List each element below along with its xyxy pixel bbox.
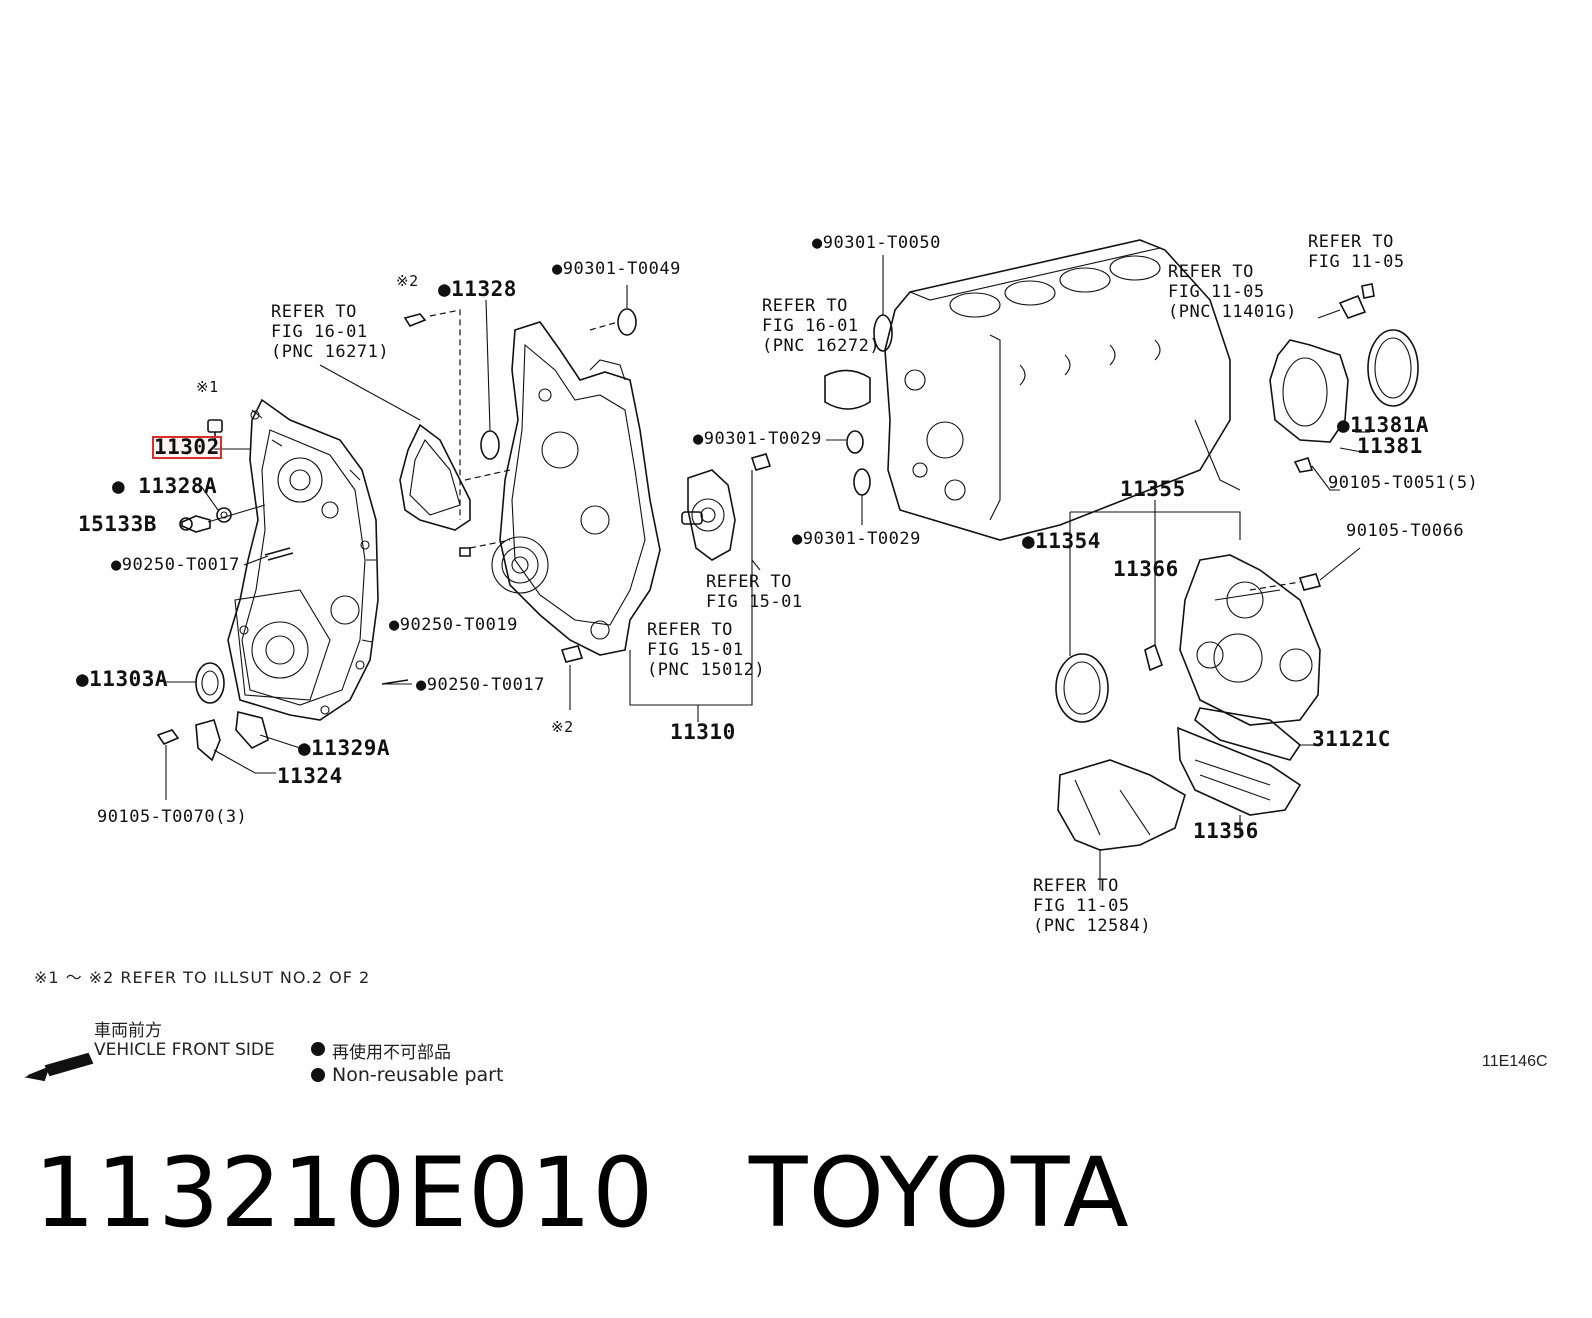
part-90301-t0029-a[interactable]: ●90301-T0029	[693, 429, 822, 449]
part-90301-t0049-text: 90301-T0049	[562, 259, 681, 279]
orings-drawing	[824, 255, 893, 525]
part-90301-t0049[interactable]: ●90301-T0049	[552, 259, 681, 279]
part-11381a[interactable]: ●11381A	[1337, 413, 1430, 437]
part-90250-t0019-text: 90250-T0019	[399, 615, 518, 635]
part-11328[interactable]: ●11328	[438, 277, 517, 301]
vehicle-front-arrow-icon	[24, 1052, 94, 1082]
part-11355[interactable]: 11355	[1120, 477, 1186, 501]
part-11310[interactable]: 11310	[670, 720, 736, 744]
refer-fig-16-01-pnc-16272[interactable]: REFER TO FIG 16-01 (PNC 16272)	[762, 296, 881, 356]
rear-retainer-drawing	[1269, 283, 1419, 491]
part-90250-t0017-a-text: 90250-T0017	[121, 555, 240, 575]
left-small-parts	[156, 419, 471, 762]
part-11356[interactable]: 11356	[1193, 819, 1259, 843]
part-11302[interactable]: 11302	[152, 435, 222, 459]
footnote: ※1 ～ ※2 REFER TO ILLSUT NO.2 OF 2	[34, 968, 371, 987]
part-90250-t0017-b[interactable]: ●90250-T0017	[416, 675, 545, 695]
refer-fig-15-01-pnc-15012[interactable]: REFER TO FIG 15-01 (PNC 15012)	[647, 620, 766, 680]
part-90105-t0051[interactable]: 90105-T0051(5)	[1328, 473, 1479, 493]
part-90250-t0017-b-text: 90250-T0017	[426, 675, 545, 695]
timing-cover-drawing	[227, 398, 379, 721]
part-90250-t0019[interactable]: ●90250-T0019	[389, 615, 518, 635]
refer-fig-15-01[interactable]: REFER TO FIG 15-01	[706, 572, 803, 612]
cylinder-block-drawing	[884, 239, 1241, 541]
part-90105-t0070[interactable]: 90105-T0070(3)	[97, 807, 248, 827]
mark-2-bottom: ※2	[551, 718, 574, 736]
part-11354[interactable]: ●11354	[1022, 529, 1101, 553]
part-11303a-text: 11303A	[89, 667, 169, 691]
part-11366[interactable]: 11366	[1113, 557, 1179, 581]
part-11354-text: 11354	[1035, 529, 1101, 553]
page-title: 113210E010 TOYOTA	[34, 1138, 1130, 1248]
part-11329a[interactable]: ●11329A	[298, 736, 391, 760]
part-11381[interactable]: 11381	[1357, 434, 1423, 458]
legend-dot-jp	[311, 1042, 325, 1056]
figure-code: 11E146C	[1482, 1053, 1548, 1070]
part-90105-t0066[interactable]: 90105-T0066	[1346, 521, 1465, 541]
part-15133b[interactable]: 15133B	[78, 512, 157, 536]
refer-fig-11-05-pnc-12584[interactable]: REFER TO FIG 11-05 (PNC 12584)	[1033, 876, 1152, 936]
part-11328a-text: 11328A	[138, 474, 218, 498]
mark-2-top: ※2	[396, 272, 419, 290]
refer-fig-16-01-pnc-16271[interactable]: REFER TO FIG 16-01 (PNC 16271)	[271, 302, 390, 362]
pump-drawing	[629, 430, 864, 722]
legend-nonreusable-jp: 再使用不可部品	[332, 1043, 451, 1063]
part-11328a[interactable]: ● 11328A	[112, 474, 218, 498]
part-11328-text: 11328	[451, 277, 517, 301]
part-31121c[interactable]: 31121C	[1312, 727, 1391, 751]
part-90301-t0029-b[interactable]: ●90301-T0029	[792, 529, 921, 549]
oil-pan-drawing	[1055, 500, 1361, 890]
timing-case-drawing	[491, 285, 661, 710]
part-11324[interactable]: 11324	[277, 764, 343, 788]
refer-fig-11-05[interactable]: REFER TO FIG 11-05	[1308, 232, 1405, 272]
part-90250-t0017-a[interactable]: ●90250-T0017	[111, 555, 240, 575]
title-brand: TOYOTA	[748, 1137, 1130, 1249]
legend-nonreusable-en: Non-reusable part	[332, 1064, 504, 1086]
gasket-drawing	[399, 299, 511, 549]
part-11381a-text: 11381A	[1350, 413, 1430, 437]
part-11303a[interactable]: ●11303A	[76, 667, 169, 691]
part-11329a-text: 11329A	[311, 736, 391, 760]
refer-fig-11-05-pnc-11401g[interactable]: REFER TO FIG 11-05 (PNC 11401G)	[1168, 262, 1297, 322]
part-90301-t0050-text: 90301-T0050	[822, 233, 941, 253]
mark-1: ※1	[196, 378, 219, 396]
title-part-number: 113210E010	[34, 1137, 655, 1249]
part-90301-t0050[interactable]: ●90301-T0050	[812, 233, 941, 253]
legend-dot-en	[311, 1068, 325, 1082]
left-leader-lines	[165, 364, 421, 800]
legend-direction-jp: 車両前方	[94, 1021, 162, 1041]
part-90301-t0029-a-text: 90301-T0029	[703, 429, 822, 449]
part-90301-t0029-b-text: 90301-T0029	[802, 529, 921, 549]
legend-direction-en: VEHICLE FRONT SIDE	[94, 1040, 275, 1060]
